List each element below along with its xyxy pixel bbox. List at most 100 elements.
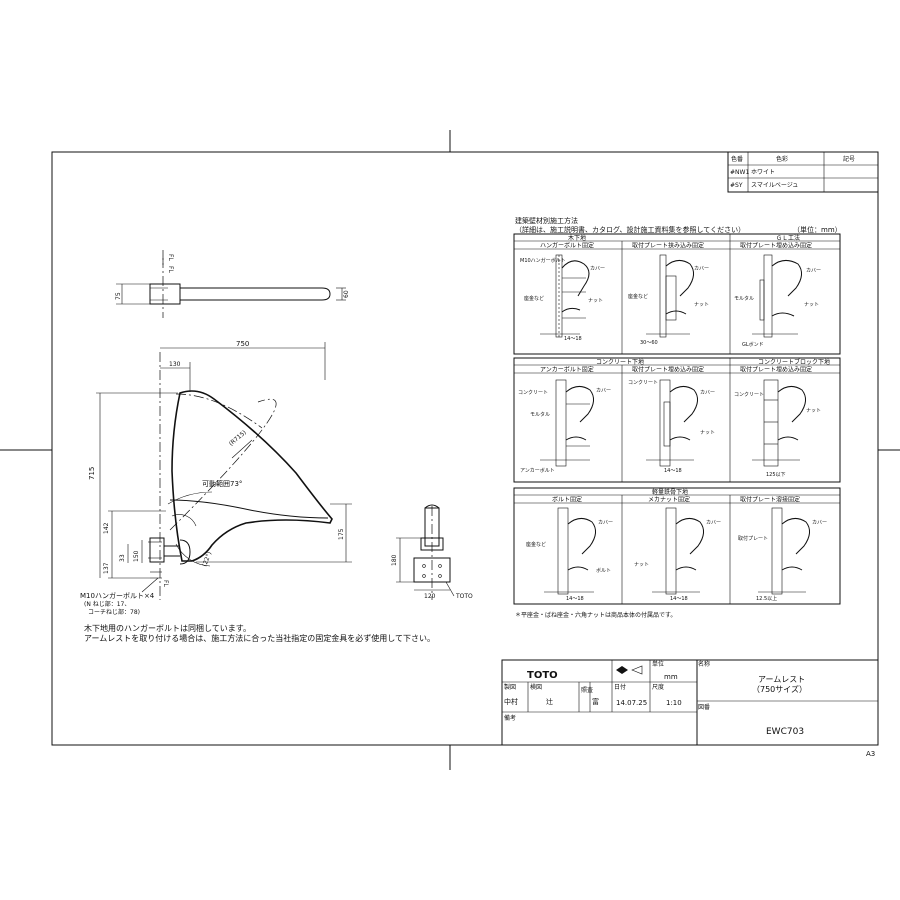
front-view: 180 120 TOTO [391, 504, 473, 600]
unit-value: mm [664, 673, 678, 681]
color-name-beige: スマイルベージュ [751, 182, 798, 189]
install-panel: 建築壁材別施工方法 （詳細は、施工説明書、カタログ、設計施工資料集を参照してくだ… [513, 216, 842, 619]
dim-142: 142 [103, 522, 110, 534]
check-label: 検図 [530, 683, 542, 691]
sketch-block-plate: コンクリート ナット 125以下 [734, 379, 821, 478]
color-header-code: 色番 [731, 155, 743, 163]
note-line-2: アームレストを取り付ける場合は、施工方法に合った当社指定の固定金具を必ず使用して… [84, 633, 435, 643]
dim-60: 60 [343, 290, 350, 298]
cell-steel-bolt: ボルト固定 [552, 496, 582, 504]
scale-value: 1:10 [666, 699, 682, 707]
dim-120: 120 [424, 593, 436, 600]
lbl-bolt-c1: ボルト [596, 567, 611, 574]
sketch-steel-bolt: カバー 座金など ボルト 14～18 [526, 507, 613, 602]
cell-gl-plate: 取付プレート埋め込み固定 [740, 242, 812, 250]
title-block: TOTO 単位 mm 名称 アームレスト （750サイズ） 製図 検図 照査 中… [501, 659, 879, 746]
lbl-cover-a3: カバー [806, 268, 821, 274]
sketch-gl-plate: カバー モルタル ナット GLボンド [734, 254, 821, 348]
unit-label: 単位 [652, 660, 664, 668]
top-view: FL 75 60 [115, 258, 350, 318]
lbl-nut-a3: ナット [804, 302, 819, 308]
lbl-nut-a1: ナット [588, 298, 603, 304]
dim-750: 750 [236, 340, 249, 348]
dim-75: 75 [115, 292, 122, 300]
range-label: 可動範囲73° [202, 479, 242, 488]
dim-130: 130 [169, 361, 181, 368]
name-line-2: （750サイズ） [752, 684, 807, 694]
fl-top: FL [167, 266, 174, 273]
bolt-sub2: コーチねじ部：78) [88, 608, 140, 616]
lbl-anchor-b1: アンカーボルト [520, 467, 555, 474]
lbl-seat-a2: 座金など [628, 293, 648, 300]
color-code-sy: #SY [730, 182, 743, 189]
cell-steel-weld: 取付プレート溶接固定 [740, 496, 800, 504]
dim-150: 150 [133, 550, 140, 562]
note-line-1: 木下地用のハンガーボルトは同梱しています。 [84, 623, 251, 633]
dim-33: 33 [119, 554, 126, 562]
group-gl-title: ＧＬ工法 [776, 234, 800, 242]
lbl-gl-a3: GLボンド [742, 341, 764, 348]
lbl-cover-a2: カバー [694, 266, 709, 272]
scale-label: 尺度 [652, 683, 664, 691]
group-block-title: コンクリートブロック下地 [758, 358, 830, 366]
lbl-cover-c2: カバー [706, 520, 721, 526]
toto-logo: TOTO [527, 670, 558, 681]
lbl-nut-b2: ナット [700, 430, 715, 436]
cell-anchor-bolt: アンカーボルト固定 [540, 366, 594, 374]
lbl-plate-c3: 取付プレート [738, 535, 768, 542]
radius-label: (R715) [228, 429, 248, 447]
dim-180: 180 [391, 554, 398, 566]
approve-label: 照査 [581, 686, 593, 694]
sketch-steel-mecha: カバー ナット 14～18 [634, 507, 721, 602]
lbl-pitch-c1: 14～18 [566, 596, 584, 602]
fl-side-bottom: FL [162, 580, 169, 587]
group-concrete-title: コンクリート下地 [596, 358, 644, 366]
lbl-pitch-c2: 14～18 [670, 596, 688, 602]
draw-label: 製図 [504, 683, 516, 691]
drafter-name: 中村 [504, 697, 518, 706]
lbl-seat-a1: 座金など [524, 295, 544, 302]
lbl-nut-c2: ナット [634, 562, 649, 568]
lbl-nut-b3: ナット [806, 408, 821, 414]
color-header-symbol: 記号 [843, 155, 855, 163]
side-view: FL FL 750 130 (R715) 可動範囲73° (22°) [80, 250, 352, 616]
bolt-note: M10ハンガーボルト×4 [80, 591, 155, 600]
sheet-size: A3 [866, 750, 875, 758]
sketch-wood-hanger: M10ハンガーボルト カバー 座金など ナット 14～18 [520, 254, 605, 342]
sketch-concrete-anchor: コンクリート カバー モルタル アンカーボルト [518, 379, 611, 474]
sheet-border [51, 151, 879, 746]
approver-name: 富 [592, 697, 599, 706]
date-value: 14.07.25 [616, 699, 647, 707]
lbl-concrete-b3: コンクリート [734, 392, 764, 398]
checker-name: 辻 [546, 697, 553, 706]
install-footnote: ＊平座金・ばね座金・六角ナットは商品本体の付属品です。 [515, 611, 676, 619]
lbl-concrete-b1: コンクリート [518, 390, 548, 396]
install-note: （詳細は、施工説明書、カタログ、設計施工資料集を参照してください） [515, 225, 745, 234]
lbl-cover-c3: カバー [812, 520, 827, 526]
projection-symbol-icon [616, 666, 628, 674]
lbl-dim-a2: 30～60 [640, 340, 658, 346]
lbl-cover-a1: カバー [590, 266, 605, 272]
color-code-nw1: #NW1 [730, 169, 749, 176]
lbl-seat-c1: 座金など [526, 541, 546, 548]
cell-concrete-plate: 取付プレート埋め込み固定 [632, 366, 704, 374]
lbl-cover-b1: カバー [596, 388, 611, 394]
fl-side: FL [167, 254, 174, 261]
cell-block-plate: 取付プレート埋め込み固定 [740, 366, 812, 374]
cell-hanger-bolt: ハンガーボルト固定 [540, 242, 594, 250]
bolt-sub1: (N ねじ部：17、 [84, 600, 130, 608]
name-line-1: アームレスト [758, 675, 805, 684]
date-label: 日付 [614, 683, 626, 691]
lbl-pitch-b2: 14～18 [664, 468, 682, 474]
name-label: 名称 [698, 660, 710, 668]
sketch-concrete-plate: コンクリート カバー ナット 14～18 [628, 379, 715, 474]
dim-137: 137 [103, 562, 110, 574]
color-name-white: ホワイト [751, 169, 775, 176]
lbl-hanger: M10ハンガーボルト [520, 257, 566, 264]
lbl-cover-b2: カバー [700, 390, 715, 396]
dim-715: 715 [88, 467, 96, 480]
remarks-label: 備考 [504, 714, 516, 722]
drawing-no: EWC703 [766, 727, 804, 737]
lbl-nut-a2: ナット [694, 302, 709, 308]
